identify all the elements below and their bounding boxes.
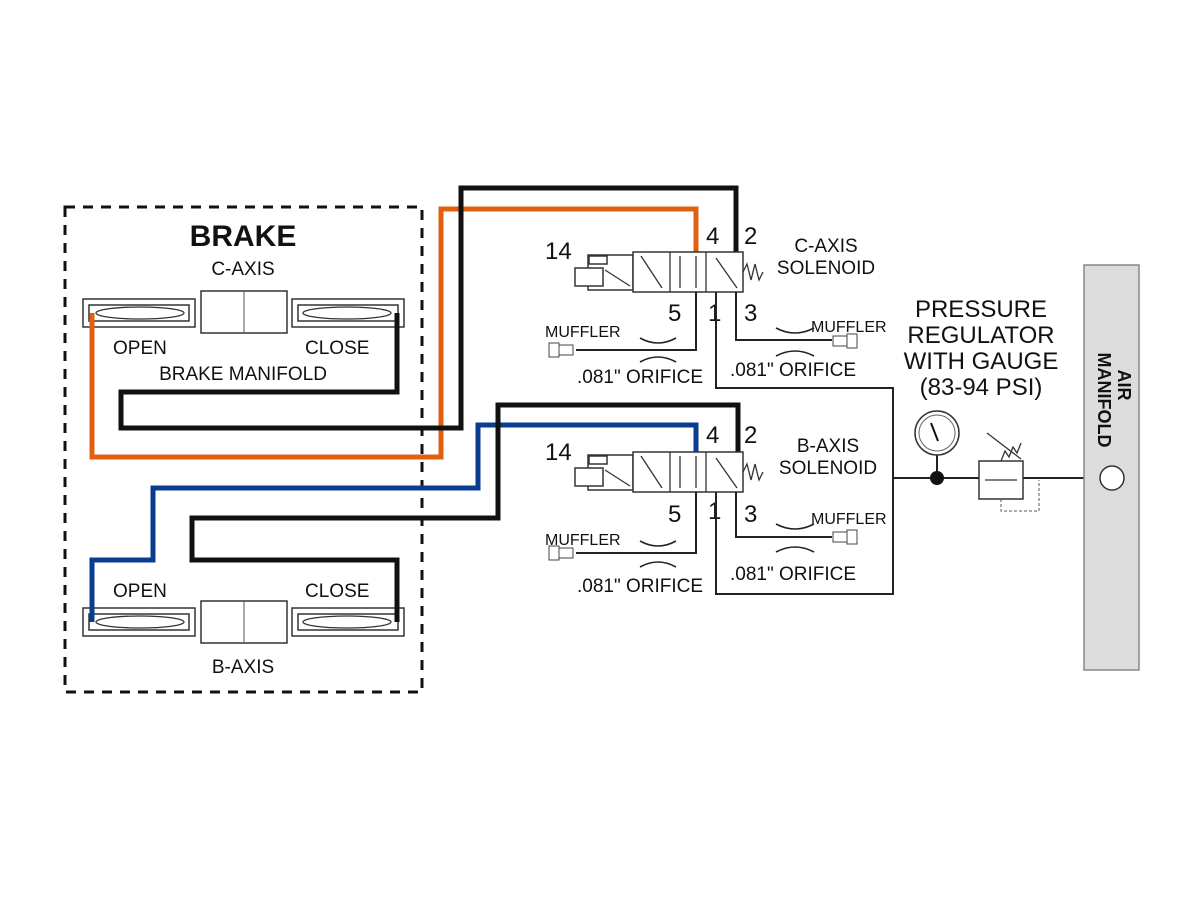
b-port-5: 5 bbox=[668, 501, 681, 528]
b-axis-solenoid-valve bbox=[574, 451, 764, 493]
c-solenoid-label-2: SOLENOID bbox=[777, 258, 875, 279]
regulator-label-2: REGULATOR bbox=[907, 322, 1054, 349]
c-port-2: 2 bbox=[744, 223, 757, 250]
b-axis-brake-assembly bbox=[82, 600, 405, 644]
pressure-regulator-icon bbox=[978, 432, 1040, 512]
c-axis-open-label: OPEN bbox=[113, 338, 167, 359]
c-supply-line bbox=[715, 292, 894, 478]
c-axis-brake-assembly bbox=[82, 290, 405, 334]
b-muffler-right-icon bbox=[832, 529, 858, 545]
c-solenoid-label-1: C-AXIS bbox=[794, 236, 857, 257]
c-axis-brake-label: C-AXIS bbox=[211, 259, 274, 280]
regulator-label-3: WITH GAUGE bbox=[904, 348, 1059, 375]
b-supply-line bbox=[715, 478, 894, 595]
c-axis-close-hose bbox=[118, 185, 739, 431]
c-port-4: 4 bbox=[706, 223, 719, 250]
b-exhaust-right-line bbox=[735, 492, 832, 538]
b-port-4: 4 bbox=[706, 422, 719, 449]
c-orifice-left-icon bbox=[639, 337, 677, 363]
air-manifold-label-2: MANIFOLD bbox=[1094, 353, 1114, 448]
c-orifice-right-icon bbox=[775, 327, 815, 357]
junction-dot bbox=[930, 471, 944, 485]
regulator-label-4: (83-94 PSI) bbox=[920, 374, 1043, 401]
brake-title: BRAKE bbox=[190, 220, 297, 253]
b-orifice-right-icon bbox=[775, 523, 815, 553]
b-muffler-left-icon bbox=[548, 545, 574, 561]
regulator-label-1: PRESSURE bbox=[915, 296, 1047, 323]
b-port-1: 1 bbox=[708, 498, 721, 525]
c-port-5: 5 bbox=[668, 300, 681, 327]
b-muffler-left-label: MUFFLER bbox=[545, 532, 621, 549]
c-axis-solenoid-valve bbox=[574, 251, 764, 293]
b-axis-close-hose bbox=[189, 402, 741, 622]
b-orifice-left-label: .081" ORIFICE bbox=[577, 576, 703, 597]
air-manifold-label-1: AIR bbox=[1114, 370, 1134, 401]
air-manifold-port-icon bbox=[1099, 465, 1125, 491]
b-exhaust-left-line bbox=[576, 492, 697, 554]
c-orifice-right-label: .081" ORIFICE bbox=[730, 360, 856, 381]
c-port-1: 1 bbox=[708, 300, 721, 327]
b-axis-close-label: CLOSE bbox=[305, 581, 369, 602]
b-orifice-left-icon bbox=[639, 540, 677, 568]
b-orifice-right-label: .081" ORIFICE bbox=[730, 564, 856, 585]
b-muffler-right-label: MUFFLER bbox=[811, 511, 887, 528]
b-port-14: 14 bbox=[545, 439, 572, 466]
c-axis-close-label: CLOSE bbox=[305, 338, 369, 359]
c-muffler-left-icon bbox=[548, 342, 574, 358]
c-muffler-left-label: MUFFLER bbox=[545, 324, 621, 341]
b-solenoid-label-1: B-AXIS bbox=[797, 436, 859, 457]
b-axis-brake-label: B-AXIS bbox=[212, 657, 274, 678]
b-axis-open-label: OPEN bbox=[113, 581, 167, 602]
c-exhaust-right-line bbox=[735, 292, 832, 341]
brake-manifold-label: BRAKE MANIFOLD bbox=[159, 364, 327, 385]
c-port-14: 14 bbox=[545, 238, 572, 265]
c-muffler-right-icon bbox=[832, 333, 858, 349]
c-exhaust-left-line bbox=[576, 292, 697, 351]
b-port-3: 3 bbox=[744, 501, 757, 528]
brake-enclosure bbox=[63, 205, 424, 694]
c-orifice-left-label: .081" ORIFICE bbox=[577, 367, 703, 388]
pressure-gauge-icon bbox=[914, 410, 960, 456]
c-muffler-right-label: MUFFLER bbox=[811, 319, 887, 336]
b-solenoid-label-2: SOLENOID bbox=[779, 458, 877, 479]
c-port-3: 3 bbox=[744, 300, 757, 327]
b-port-2: 2 bbox=[744, 422, 757, 449]
b-axis-open-hose bbox=[89, 422, 699, 622]
c-axis-open-hose bbox=[89, 206, 699, 460]
